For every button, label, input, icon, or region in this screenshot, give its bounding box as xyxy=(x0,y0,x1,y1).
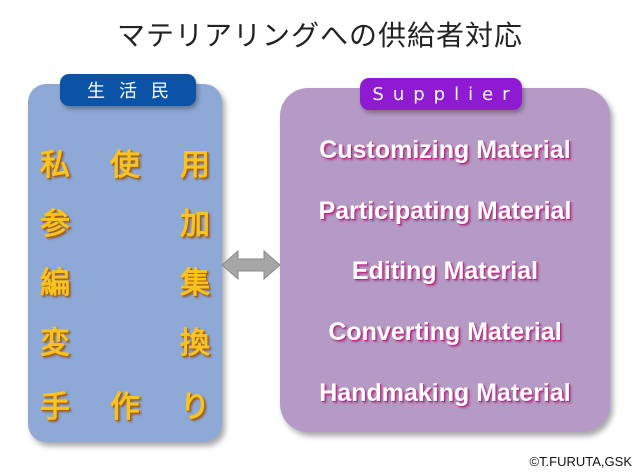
consumer-panel xyxy=(28,84,222,442)
material-item: Handmaking Material xyxy=(319,379,571,407)
kanji-3-1: 編 xyxy=(40,266,70,301)
material-item: Customizing Material xyxy=(319,136,571,164)
material-item: Participating Material xyxy=(318,197,572,225)
kanji-1-2: 使 xyxy=(110,148,140,183)
page-title: マテリアリングへの供給者対応 xyxy=(116,19,523,52)
kanji-5-1: 手 xyxy=(40,390,70,425)
consumer-tag: 生活民 xyxy=(60,74,196,106)
material-item: Editing Material xyxy=(351,257,539,285)
kanji-5-2: 作 xyxy=(110,390,140,425)
kanji-2-1: 参 xyxy=(40,207,70,242)
kanji-5-3: り xyxy=(180,390,210,425)
kanji-4-3: 換 xyxy=(180,326,210,361)
copyright: ©T.FURUTA,GSK xyxy=(529,454,632,469)
kanji-1-3: 用 xyxy=(180,148,210,183)
kanji-2-3: 加 xyxy=(180,207,210,242)
material-item: Converting Material xyxy=(328,318,562,346)
double-arrow-icon xyxy=(222,249,280,281)
supplier-tag: Supplier xyxy=(360,78,522,110)
kanji-1-1: 私 xyxy=(40,148,70,183)
kanji-3-3: 集 xyxy=(180,266,210,301)
kanji-4-1: 変 xyxy=(40,326,70,361)
supplier-panel xyxy=(280,88,610,432)
